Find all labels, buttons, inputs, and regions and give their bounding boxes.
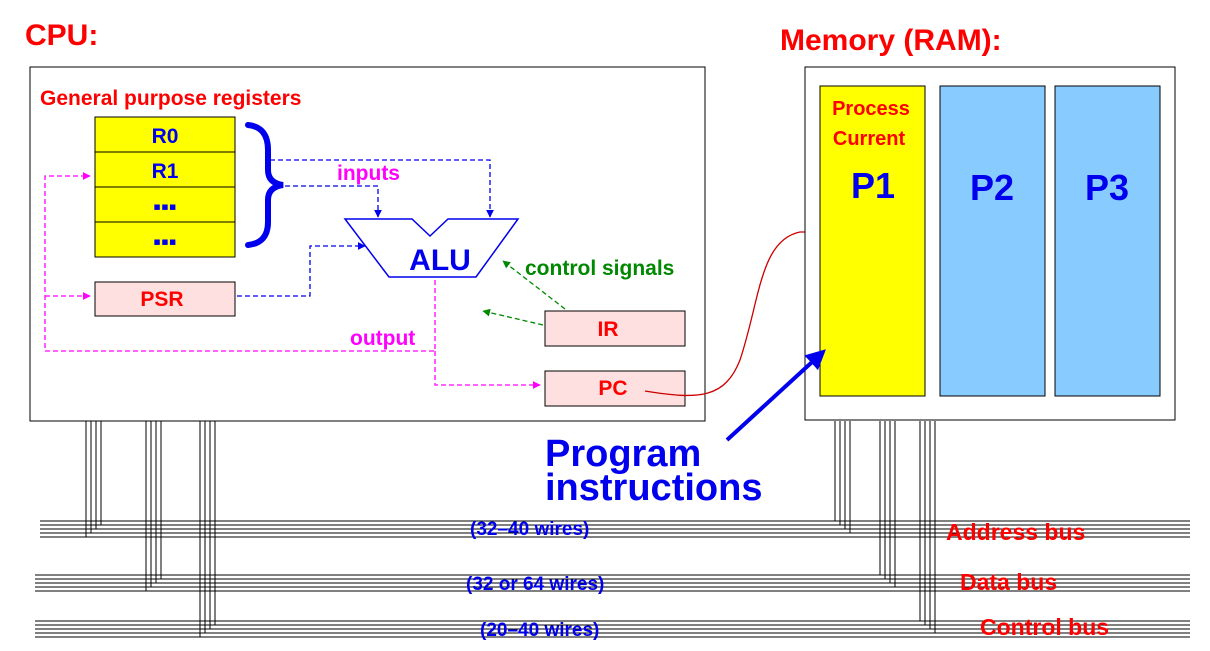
process-p3-label: P3 xyxy=(1085,167,1129,208)
process-current-line2: Current xyxy=(833,128,906,150)
pc-to-memory-arrow xyxy=(644,228,869,397)
register-r0-label: R0 xyxy=(152,125,179,148)
control-signal-arrow-2 xyxy=(482,308,544,326)
control-bus-wires: (20–40 wires) xyxy=(480,620,599,641)
register-r0 xyxy=(94,116,236,153)
control-signals-label: control signals xyxy=(525,257,674,280)
alu-label: ALU xyxy=(409,244,471,277)
ir-register xyxy=(544,310,686,347)
alu-shape xyxy=(343,218,520,278)
cpu-bus-connectors xyxy=(85,421,216,637)
address-bus-label: Address bus xyxy=(946,519,1085,545)
process-p2-label: P2 xyxy=(970,167,1014,208)
input-arrow-left xyxy=(285,185,382,218)
program-instructions-line1: Program xyxy=(545,433,701,475)
psr-register xyxy=(94,281,236,317)
psr-to-alu-arrow xyxy=(237,242,366,297)
register-more-1-label: ▪▪▪ xyxy=(153,194,176,219)
input-arrow-top xyxy=(270,159,494,218)
register-r1-label: R1 xyxy=(152,160,179,183)
process-current-line1: Process xyxy=(832,98,910,120)
bus-lines xyxy=(35,520,1190,638)
process-p1-label: P1 xyxy=(851,165,895,206)
process-p3 xyxy=(1054,85,1161,397)
memory-bus-connectors xyxy=(834,421,936,633)
inputs-label: inputs xyxy=(337,162,400,185)
registers-heading: General purpose registers xyxy=(40,87,301,110)
output-feedback-line xyxy=(44,172,436,352)
memory-title: Memory (RAM): xyxy=(780,24,1002,57)
process-p2 xyxy=(939,85,1046,397)
register-r1 xyxy=(94,151,236,188)
register-more-2-label: ▪▪▪ xyxy=(153,229,176,254)
pc-label: PC xyxy=(598,377,627,400)
data-bus-label: Data bus xyxy=(960,569,1057,595)
control-bus-label: Control bus xyxy=(980,614,1109,640)
address-bus-wires: (32–40 wires) xyxy=(470,519,589,540)
pc-register xyxy=(544,370,686,407)
control-signal-arrow-1 xyxy=(502,260,566,310)
general-purpose-registers: R0 R1 ▪▪▪ ▪▪▪ xyxy=(94,116,236,258)
psr-label: PSR xyxy=(140,288,183,311)
process-p1 xyxy=(819,85,926,397)
output-label: output xyxy=(350,327,415,350)
cpu-title: CPU: xyxy=(25,19,98,52)
program-instructions-arrow xyxy=(725,349,826,442)
registers-brace xyxy=(245,122,284,248)
data-bus-wires: (32 or 64 wires) xyxy=(466,574,604,595)
output-to-pc-arrow xyxy=(434,351,541,389)
register-more-2 xyxy=(94,221,236,258)
ir-label: IR xyxy=(598,318,619,341)
program-instructions-line2: instructions xyxy=(545,467,762,509)
